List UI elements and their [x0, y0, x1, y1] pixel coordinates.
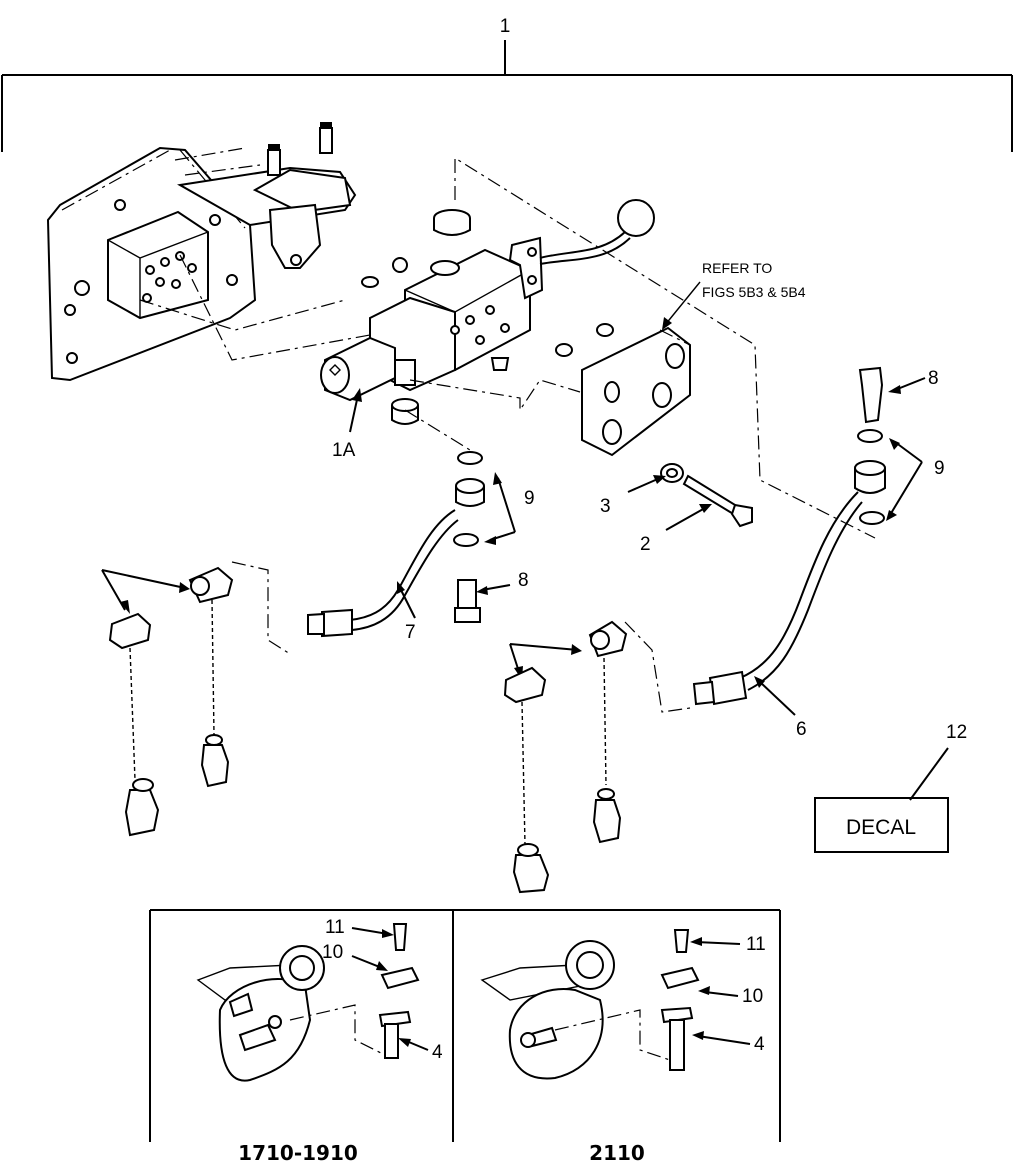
- callout-10-right: 10: [742, 986, 763, 1007]
- dust-caps-right: [503, 620, 628, 894]
- note-refer-to: REFER TO: [702, 260, 772, 276]
- callout-9-left: 9: [524, 488, 535, 509]
- callout-7: 7: [405, 622, 416, 643]
- variant-label-right: 2110: [589, 1141, 645, 1165]
- control-valve: [320, 199, 655, 425]
- cover-plate: [555, 323, 691, 457]
- callout-4-left: 4: [432, 1042, 443, 1063]
- callout-6: 6: [796, 719, 807, 740]
- callout-4-right: 4: [754, 1034, 765, 1055]
- callout-8-right: 8: [928, 368, 939, 389]
- tube-6: [692, 366, 886, 706]
- callout-arrows: [349, 377, 949, 801]
- callout-1: 1: [500, 16, 511, 37]
- inset-frame: [149, 909, 781, 1142]
- callout-10-left: 10: [322, 942, 343, 963]
- callout-11-left: 11: [325, 917, 345, 938]
- mounting-plate: [46, 146, 257, 382]
- tube-7: [307, 451, 485, 638]
- inset-left-housing: [196, 923, 420, 1082]
- decal-box: [814, 797, 949, 853]
- callout-3: 3: [600, 496, 611, 517]
- callout-1a: 1A: [332, 440, 356, 461]
- bolt-2: [682, 474, 753, 528]
- callout-8-left: 8: [518, 570, 529, 591]
- callout-11-right: 11: [746, 934, 766, 955]
- inset-right-housing: [480, 929, 700, 1080]
- callout-2: 2: [640, 534, 651, 555]
- variant-label-left: 1710-1910: [238, 1141, 358, 1165]
- callout-12: 12: [946, 722, 967, 743]
- lever-quadrant: [174, 122, 357, 269]
- decal-label: DECAL: [846, 816, 916, 839]
- dust-caps-left: [101, 566, 234, 837]
- note-figs: FIGS 5B3 & 5B4: [702, 284, 806, 300]
- assembly-bracket: [1, 40, 1013, 152]
- callout-9-right: 9: [934, 458, 945, 479]
